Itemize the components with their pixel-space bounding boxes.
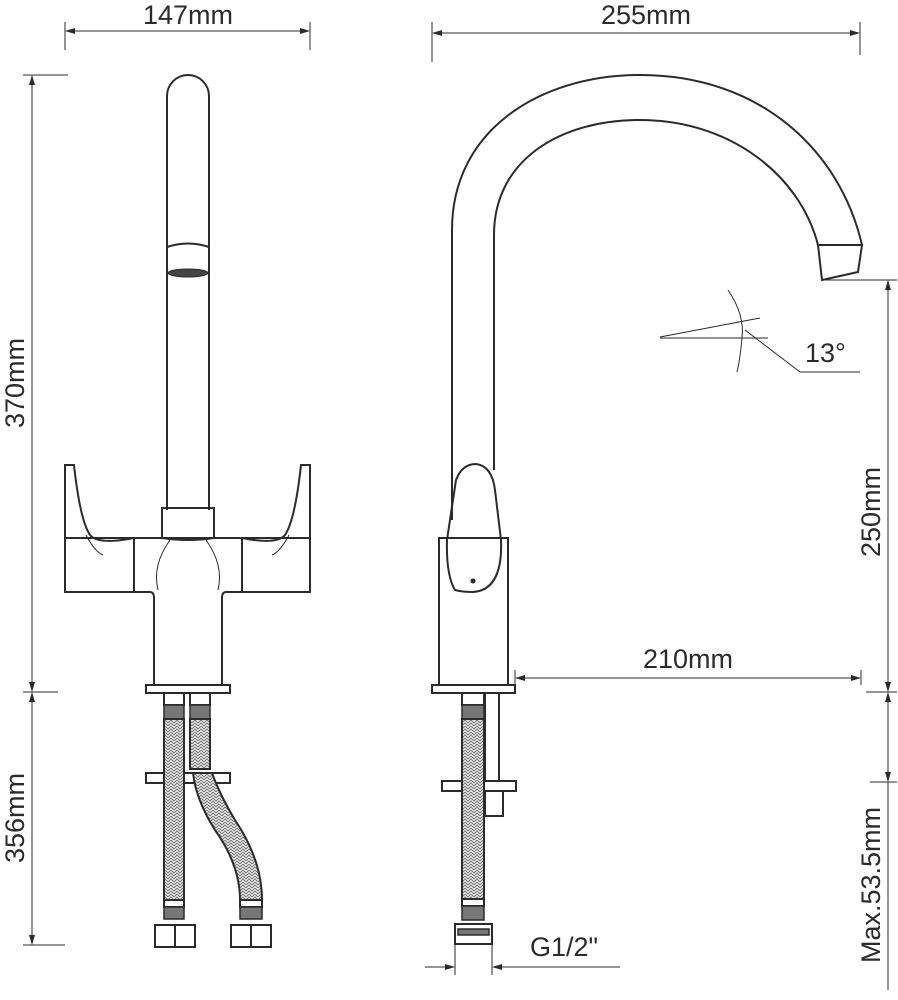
- dimension-label: 147mm: [143, 0, 233, 30]
- supply-hoses-front: [145, 692, 272, 948]
- dimension-label: 250mm: [856, 467, 886, 557]
- spout-front: [161, 74, 215, 539]
- side-view: 255mm 13°: [425, 0, 897, 990]
- angle-label: 13°: [805, 338, 846, 368]
- dimension-label: 210mm: [643, 644, 733, 674]
- dimension-label: G1/2": [530, 932, 598, 962]
- dimension-height-356: 356mm: [0, 692, 65, 946]
- dimension-width-147: 147mm: [64, 0, 311, 50]
- dimension-label: 370mm: [0, 338, 30, 428]
- supply-hose-side: [441, 692, 517, 945]
- front-view: 147mm 370mm 356mm: [0, 0, 311, 948]
- dimension-connection-g12: G1/2": [425, 932, 620, 975]
- dimension-label: Max.53.5mm: [856, 807, 886, 963]
- body-side: [431, 462, 516, 694]
- angle-annotation-13: 13°: [659, 289, 860, 373]
- dimension-spout-height-250: 250mm: [822, 279, 897, 693]
- dimension-label: 356mm: [0, 773, 30, 863]
- dimension-reach-210: 210mm: [514, 644, 862, 685]
- dimension-reach-255: 255mm: [431, 0, 861, 62]
- dimension-max-thickness: Max.53.5mm: [856, 692, 897, 990]
- dimension-height-370: 370mm: [0, 74, 68, 693]
- spout-side: [451, 73, 864, 520]
- handles-front: [64, 464, 311, 694]
- dimension-label: 255mm: [601, 0, 691, 30]
